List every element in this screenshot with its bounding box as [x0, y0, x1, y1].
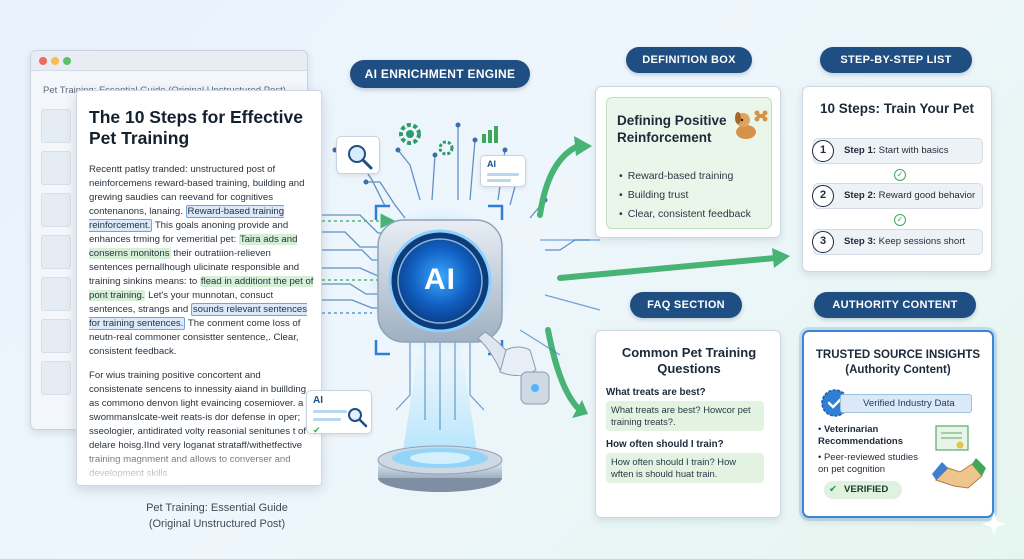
bar-chart-icon [482, 126, 498, 143]
verified-badge: ✔ VERIFIED [824, 481, 902, 499]
pedestal [377, 445, 503, 492]
sparkle-icon [982, 512, 1006, 536]
gear-icon [399, 123, 421, 145]
paragraph-text: This goals anoning provide and enhances … [89, 220, 289, 245]
document-paragraph-1: Recentt patlsy tranded: unstructured pos… [89, 163, 315, 359]
step-prefix: Step 1: [844, 145, 876, 156]
check-icon: ✔ [313, 425, 321, 435]
document-caption: Pet Training: Essential Guide (Original … [112, 500, 322, 532]
ai-chat-panel: AI [480, 155, 526, 187]
ghost-block [41, 277, 71, 311]
document-title: The 10 Steps for Effective Pet Training [89, 107, 303, 148]
definition-bullet: Clear, consistent feedback [619, 208, 751, 220]
robot-hand-icon [477, 331, 550, 405]
step-list-card: 10 Steps: Train Your Pet 1 Step 1: Start… [802, 86, 992, 272]
ghost-block [41, 319, 71, 353]
authority-title: TRUSTED SOURCE INSIGHTS (Authority Conte… [804, 348, 992, 378]
definition-inner-panel: Defining Positive Reinforcement Reward-b… [606, 97, 772, 229]
ghost-block [41, 109, 71, 143]
authority-content-label: AUTHORITY CONTENT [814, 292, 976, 318]
step-item: 1 Step 1: Start with basics [812, 138, 983, 164]
ghost-block [41, 151, 71, 185]
search-panel [336, 136, 380, 174]
definition-box-label: DEFINITION BOX [626, 47, 752, 73]
doc-panel-ai-label: AI [313, 395, 323, 406]
ghost-block [41, 235, 71, 269]
step-number: 3 [812, 231, 834, 253]
ai-enrichment-engine-label: AI ENRICHMENT ENGINE [350, 60, 530, 88]
step-list-label: STEP-BY-STEP LIST [820, 47, 972, 73]
step-prefix: Step 3: [844, 236, 876, 247]
verified-text: VERIFIED [844, 484, 889, 495]
ai-core-label: AI [424, 263, 456, 296]
magnifier-icon [348, 145, 373, 170]
check-icon: ✔ [829, 484, 838, 495]
paragraph-text: The conment come loss of neutn-real comm… [89, 318, 301, 357]
faq-title: Common Pet Training Questions [621, 345, 757, 376]
step-item: 3 Step 3: Keep sessions short [812, 229, 983, 255]
ghost-block [41, 193, 71, 227]
step-item: 2 Step 2: Reward good behavior [812, 183, 983, 209]
step-prefix: Step 2: [844, 190, 876, 201]
step-label: Step 3: Keep sessions short [844, 230, 965, 254]
certificate-handshake-icon [932, 425, 986, 489]
definition-title: Defining Positive Reinforcement [617, 113, 727, 145]
step-description: Reward good behavior [876, 190, 976, 201]
chat-panel-ai-label: AI [487, 159, 496, 169]
step-label: Step 2: Reward good behavior [844, 184, 975, 208]
ghost-block [41, 361, 71, 395]
authority-bullet-text: Peer-reviewed studies on pet cognition [818, 452, 918, 475]
maximize-dot-icon[interactable] [63, 57, 71, 65]
original-post-document: The 10 Steps for Effective Pet Training … [76, 90, 322, 486]
definition-bullet: Building trust [619, 189, 689, 201]
caption-line-2: (Original Unstructured Post) [148, 518, 286, 530]
flow-arrows-green [537, 143, 778, 413]
magnifier-icon [348, 408, 368, 428]
step-description: Start with basics [876, 145, 949, 156]
faq-answer: How often should I train? How wften is s… [606, 453, 764, 483]
step-number: 2 [812, 185, 834, 207]
definition-box-card: Defining Positive Reinforcement Reward-b… [595, 86, 781, 238]
faq-section-label: FAQ SECTION [630, 292, 742, 318]
verified-industry-data-badge: Verified Industry Data [840, 394, 972, 413]
ai-document-panel: AI ✔ [306, 390, 372, 435]
fade-overlay [77, 445, 321, 485]
step-number: 1 [812, 140, 834, 162]
check-circle-icon: ✓ [894, 214, 906, 226]
authority-bullet-bold: Veterinarian Recommendations [818, 424, 903, 447]
authority-title-line-2: (Authority Content) [845, 364, 951, 376]
minimize-dot-icon[interactable] [51, 57, 59, 65]
faq-card: Common Pet Training Questions What treat… [595, 330, 781, 518]
close-dot-icon[interactable] [39, 57, 47, 65]
authority-bullet: • Veterinarian Recommendations [818, 424, 903, 447]
check-circle-icon: ✓ [894, 169, 906, 181]
paragraph-text: Recentt patlsy tranded: unstructured pos… [89, 164, 305, 217]
paragraph-text: Let's your munnotan, consuct sentences, … [89, 290, 274, 315]
circuit-traces-bottom [395, 340, 485, 430]
small-gear-icon [438, 140, 454, 156]
faq-answer: What treats are best? Howcor pet trainin… [606, 401, 764, 431]
dog-icon [735, 110, 768, 139]
browser-titlebar [31, 51, 307, 71]
authority-title-line-1: TRUSTED SOURCE INSIGHTS [815, 349, 981, 361]
caption-line-1: Pet Training: Essential Guide [146, 502, 288, 514]
authority-card: TRUSTED SOURCE INSIGHTS (Authority Conte… [802, 330, 994, 518]
step-label: Step 1: Start with basics [844, 139, 949, 163]
ai-core-icon [398, 239, 482, 323]
authority-bullet: • Peer-reviewed studies on pet cognition [818, 452, 918, 475]
step-description: Keep sessions short [876, 236, 966, 247]
faq-question: What treats are best? [606, 387, 706, 398]
step-list-title: 10 Steps: Train Your Pet [819, 101, 975, 116]
paragraph-text: their outratiion-relieven sentences pern… [89, 248, 300, 287]
definition-bullet: Reward-based training [619, 170, 734, 182]
faq-question: How often should I train? [606, 439, 724, 450]
